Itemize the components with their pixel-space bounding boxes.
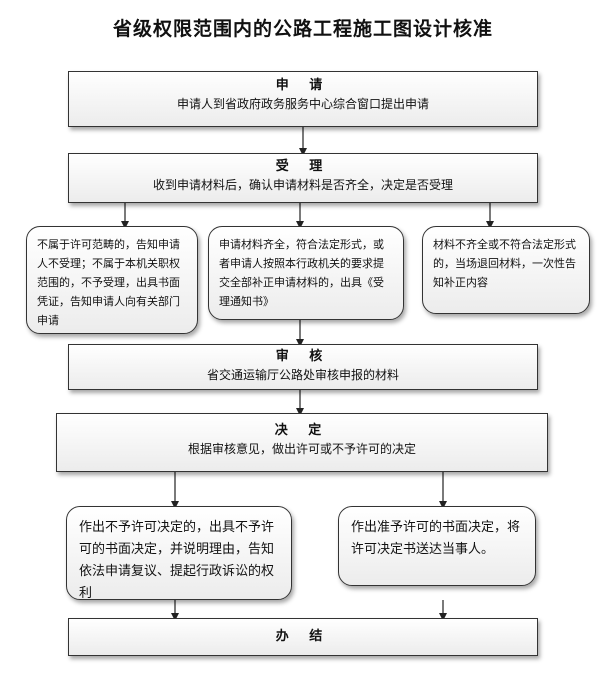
accept-step: 受 理 收到申请材料后，确认申请材料是否齐全，决定是否受理 bbox=[68, 153, 538, 203]
apply-heading: 申 请 bbox=[275, 78, 331, 93]
reject-scope-text: 不属于许可范畴的，告知申请人不受理；不属于本机关职权范围的，不予受理，出具书面凭… bbox=[37, 238, 180, 327]
decide-heading: 决 定 bbox=[274, 423, 330, 438]
apply-step: 申 请 申请人到省政府政务服务中心综合窗口提出申请 bbox=[68, 71, 538, 127]
review-step: 审 核 省交通运输厅公路处审核申报的材料 bbox=[68, 344, 538, 390]
page-title: 省级权限范围内的公路工程施工图设计核准 bbox=[112, 18, 493, 40]
accepted-text: 申请材料齐全，符合法定形式，或者申请人按照本行政机关的要求提交全部补正申请材料的… bbox=[219, 238, 384, 308]
deny-box: 作出不予许可决定的，出具不予许可的书面决定，并说明理由，告知依法申请复议、提起行… bbox=[66, 506, 292, 601]
accept-text: 收到申请材料后，确认申请材料是否齐全，决定是否受理 bbox=[152, 178, 453, 192]
incomplete-text: 材料不齐全或不符合法定形式的，当场退回材料，一次性告知补正内容 bbox=[433, 238, 576, 289]
review-text: 省交通运输厅公路处审核申报的材料 bbox=[206, 368, 399, 382]
apply-text: 申请人到省政府政务服务中心综合窗口提出申请 bbox=[176, 97, 429, 111]
reject-scope-box: 不属于许可范畴的，告知申请人不受理；不属于本机关职权范围的，不予受理，出具书面凭… bbox=[26, 226, 198, 334]
finish-heading: 办 结 bbox=[275, 629, 331, 644]
decide-step: 决 定 根据审核意见，做出许可或不予许可的决定 bbox=[56, 413, 548, 472]
deny-text: 作出不予许可决定的，出具不予许可的书面决定，并说明理由，告知依法申请复议、提起行… bbox=[79, 520, 275, 601]
accept-heading: 受 理 bbox=[275, 159, 331, 174]
grant-box: 作出准予许可的书面决定，将许可决定书送达当事人。 bbox=[338, 506, 536, 586]
grant-text: 作出准予许可的书面决定，将许可决定书送达当事人。 bbox=[351, 520, 521, 557]
finish-step: 办 结 bbox=[68, 618, 538, 656]
decide-text: 根据审核意见，做出许可或不予许可的决定 bbox=[187, 442, 416, 456]
review-heading: 审 核 bbox=[275, 349, 331, 364]
incomplete-box: 材料不齐全或不符合法定形式的，当场退回材料，一次性告知补正内容 bbox=[422, 226, 590, 314]
accepted-box: 申请材料齐全，符合法定形式，或者申请人按照本行政机关的要求提交全部补正申请材料的… bbox=[208, 226, 404, 320]
